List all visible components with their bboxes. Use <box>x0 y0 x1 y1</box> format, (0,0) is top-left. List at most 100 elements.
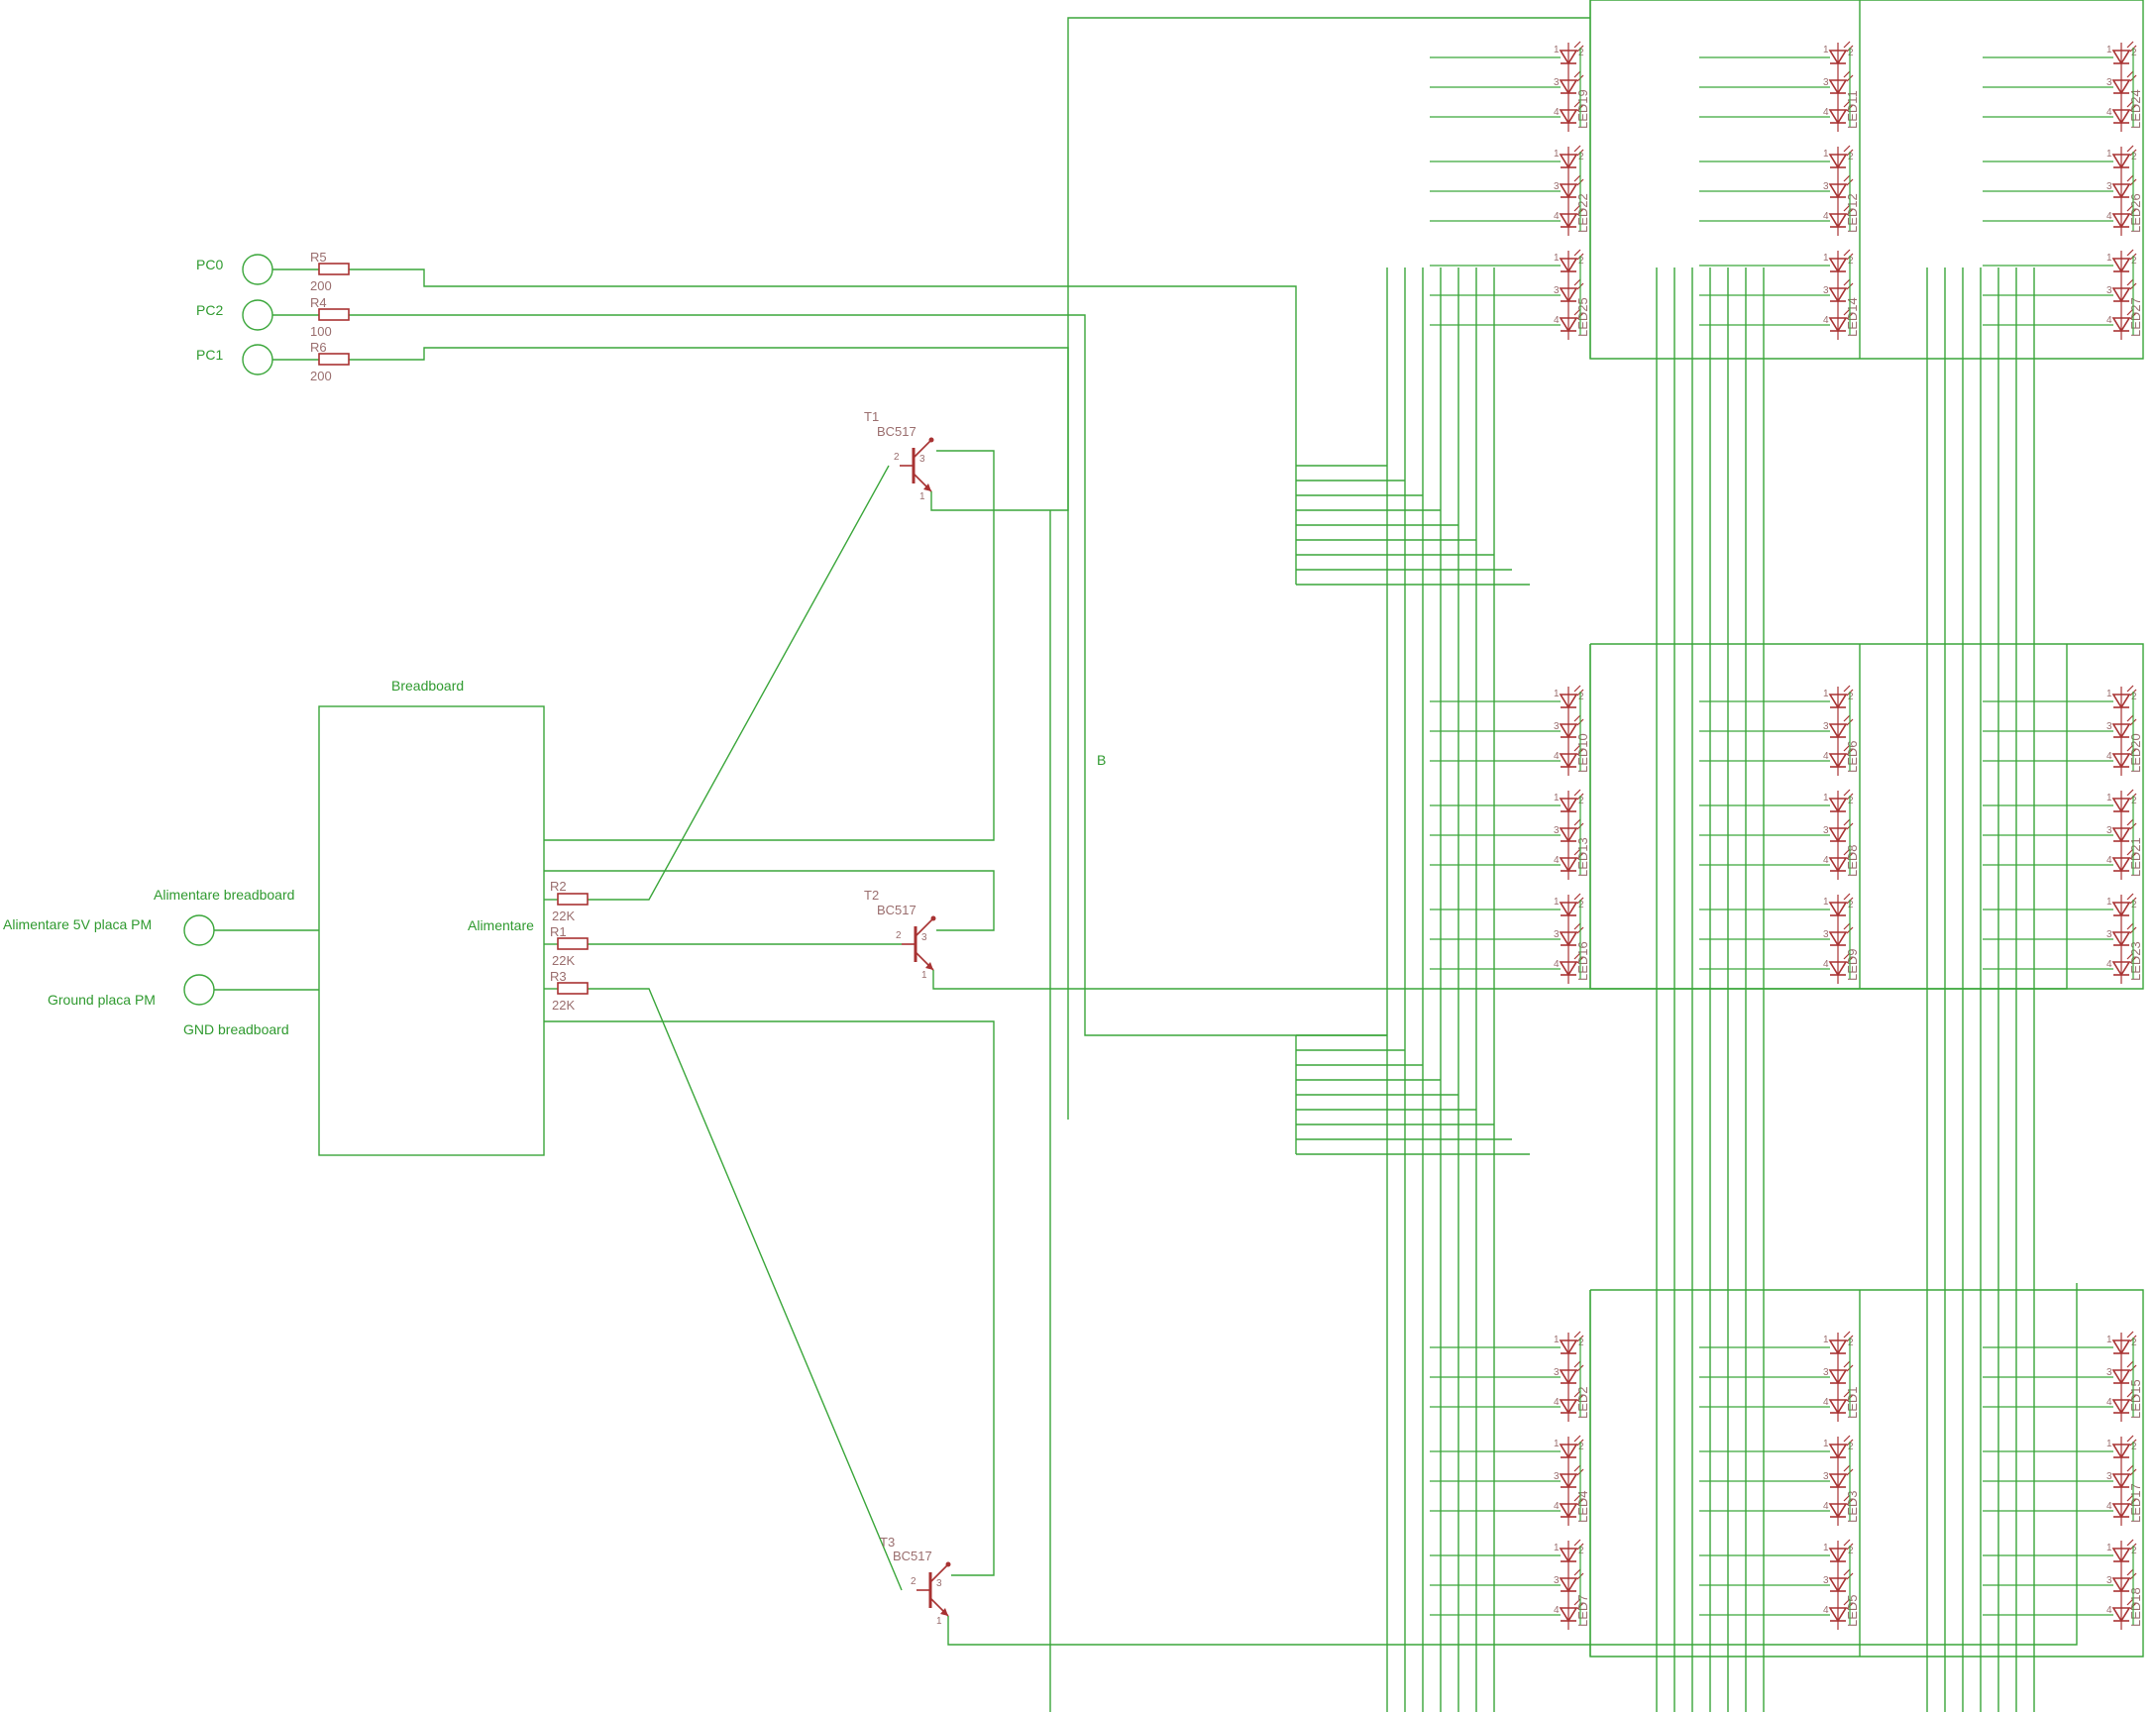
resistor-r2-name: R2 <box>550 879 567 894</box>
led-name: LED24 <box>2128 89 2143 129</box>
resistor-r3-body <box>557 982 589 995</box>
transistor-t1-name: T1 <box>864 409 879 424</box>
transistor-t3-name: T3 <box>880 1535 895 1550</box>
led-pin-2: 2 <box>1578 48 1584 58</box>
led-pin-1: 1 <box>1823 1439 1829 1449</box>
transistor-t2-part: BC517 <box>877 903 916 917</box>
led-pin-3: 3 <box>1554 285 1560 296</box>
led-pin-3: 3 <box>2106 285 2112 296</box>
led-pin-3: 3 <box>1554 181 1560 192</box>
led-pin-2: 2 <box>1848 1338 1854 1348</box>
led-pin-4: 4 <box>2106 1501 2112 1512</box>
led-pin-2: 2 <box>1848 1546 1854 1556</box>
led-name: LED10 <box>1575 733 1590 773</box>
transistor-t1: T1 BC517 <box>864 409 916 439</box>
led-pin-1: 1 <box>1554 149 1560 160</box>
led-pin-1: 1 <box>2106 253 2112 264</box>
led-name: LED8 <box>1845 844 1860 877</box>
led-pin-3: 3 <box>1823 825 1829 836</box>
breadboard-port-label: Alimentare <box>468 917 534 933</box>
led-name: LED12 <box>1845 193 1860 233</box>
transistor-t2-pin1: 1 <box>921 970 927 981</box>
led-pin-3: 3 <box>2106 181 2112 192</box>
transistor-t2-name: T2 <box>864 888 879 903</box>
led-name: LED7 <box>1575 1594 1590 1627</box>
led-pin-4: 4 <box>2106 315 2112 326</box>
led-name: LED25 <box>1575 297 1590 337</box>
led-name: LED6 <box>1845 740 1860 773</box>
led-name: LED11 <box>1845 90 1860 129</box>
led-name: LED22 <box>1575 193 1590 233</box>
led-pin-4: 4 <box>1823 855 1829 866</box>
resistor-r1-name: R1 <box>550 924 567 939</box>
led-pin-4: 4 <box>1554 751 1560 762</box>
led-pin-2: 2 <box>1848 48 1854 58</box>
led-pin-3: 3 <box>2106 1367 2112 1378</box>
led-pin-3: 3 <box>1823 77 1829 88</box>
led-pin-2: 2 <box>2131 692 2137 702</box>
led-pin-1: 1 <box>1554 793 1560 803</box>
led-pin-3: 3 <box>2106 1471 2112 1482</box>
led-pin-2: 2 <box>1848 152 1854 162</box>
led-pin-4: 4 <box>2106 1397 2112 1408</box>
led-pin-4: 4 <box>1823 751 1829 762</box>
resistor-r5: R5 200 <box>310 250 332 293</box>
led-pin-2: 2 <box>2131 1338 2137 1348</box>
connector-ground: Ground placa PM <box>48 974 215 1008</box>
connector-pc1: PC1 <box>196 344 273 375</box>
led-block-outline-0 <box>1589 0 2144 360</box>
resistor-r4-name: R4 <box>310 295 327 310</box>
transistor-t1-pin3: 3 <box>919 454 925 465</box>
breadboard-gnd-label: GND breadboard <box>183 1021 289 1037</box>
resistor-r6-body <box>318 353 350 366</box>
transistor-t1-pin2: 2 <box>894 452 900 463</box>
led-name: LED23 <box>2128 941 2143 981</box>
led-pin-4: 4 <box>1554 1501 1560 1512</box>
connector-pc0: PC0 <box>196 254 273 285</box>
connector-pc1-label: PC1 <box>196 347 223 363</box>
led-pin-3: 3 <box>1823 285 1829 296</box>
led-name: LED21 <box>2128 837 2143 877</box>
resistor-r3-value: 22K <box>552 998 575 1013</box>
led-pin-3: 3 <box>1554 1471 1560 1482</box>
breadboard: Breadboard Alimentare Alimentare breadbo… <box>154 678 545 1156</box>
resistor-r6: R6 200 <box>310 340 332 383</box>
wire-pc1-bus <box>349 347 1069 1120</box>
led-pin-4: 4 <box>1823 959 1829 970</box>
resistor-r5-body <box>318 263 350 275</box>
led-pin-1: 1 <box>2106 689 2112 699</box>
led-pin-1: 1 <box>1823 253 1829 264</box>
led-pin-1: 1 <box>1554 253 1560 264</box>
led-pin-4: 4 <box>2106 1605 2112 1616</box>
wire-t1-emitter <box>930 17 1590 511</box>
led-pin-2: 2 <box>1578 1442 1584 1452</box>
led-pin-3: 3 <box>1554 1367 1560 1378</box>
resistor-r1-value: 22K <box>552 953 575 968</box>
led-pin-4: 4 <box>1823 211 1829 222</box>
transistor-t3-symbol <box>916 1561 951 1617</box>
led-pin-4: 4 <box>1554 315 1560 326</box>
led-led25: 1 2 3 4 LED25 <box>1430 249 1590 340</box>
wire-r2-t1-base <box>588 465 890 901</box>
transistor-t3-pin2: 2 <box>911 1576 916 1587</box>
led-pin-2: 2 <box>1578 692 1584 702</box>
led-pin-3: 3 <box>2106 721 2112 732</box>
wire-t3-emitter <box>947 1283 2078 1646</box>
led-name: LED14 <box>1845 297 1860 337</box>
resistor-r2: R2 22K <box>550 879 575 923</box>
led-pin-2: 2 <box>1578 256 1584 267</box>
led-pin-4: 4 <box>1554 1605 1560 1616</box>
resistor-r4: R4 100 <box>310 295 332 339</box>
led-pin-1: 1 <box>1823 793 1829 803</box>
led-pin-3: 3 <box>2106 1575 2112 1586</box>
led-pin-2: 2 <box>1578 1338 1584 1348</box>
connector-supply: Alimentare 5V placa PM <box>3 914 215 946</box>
